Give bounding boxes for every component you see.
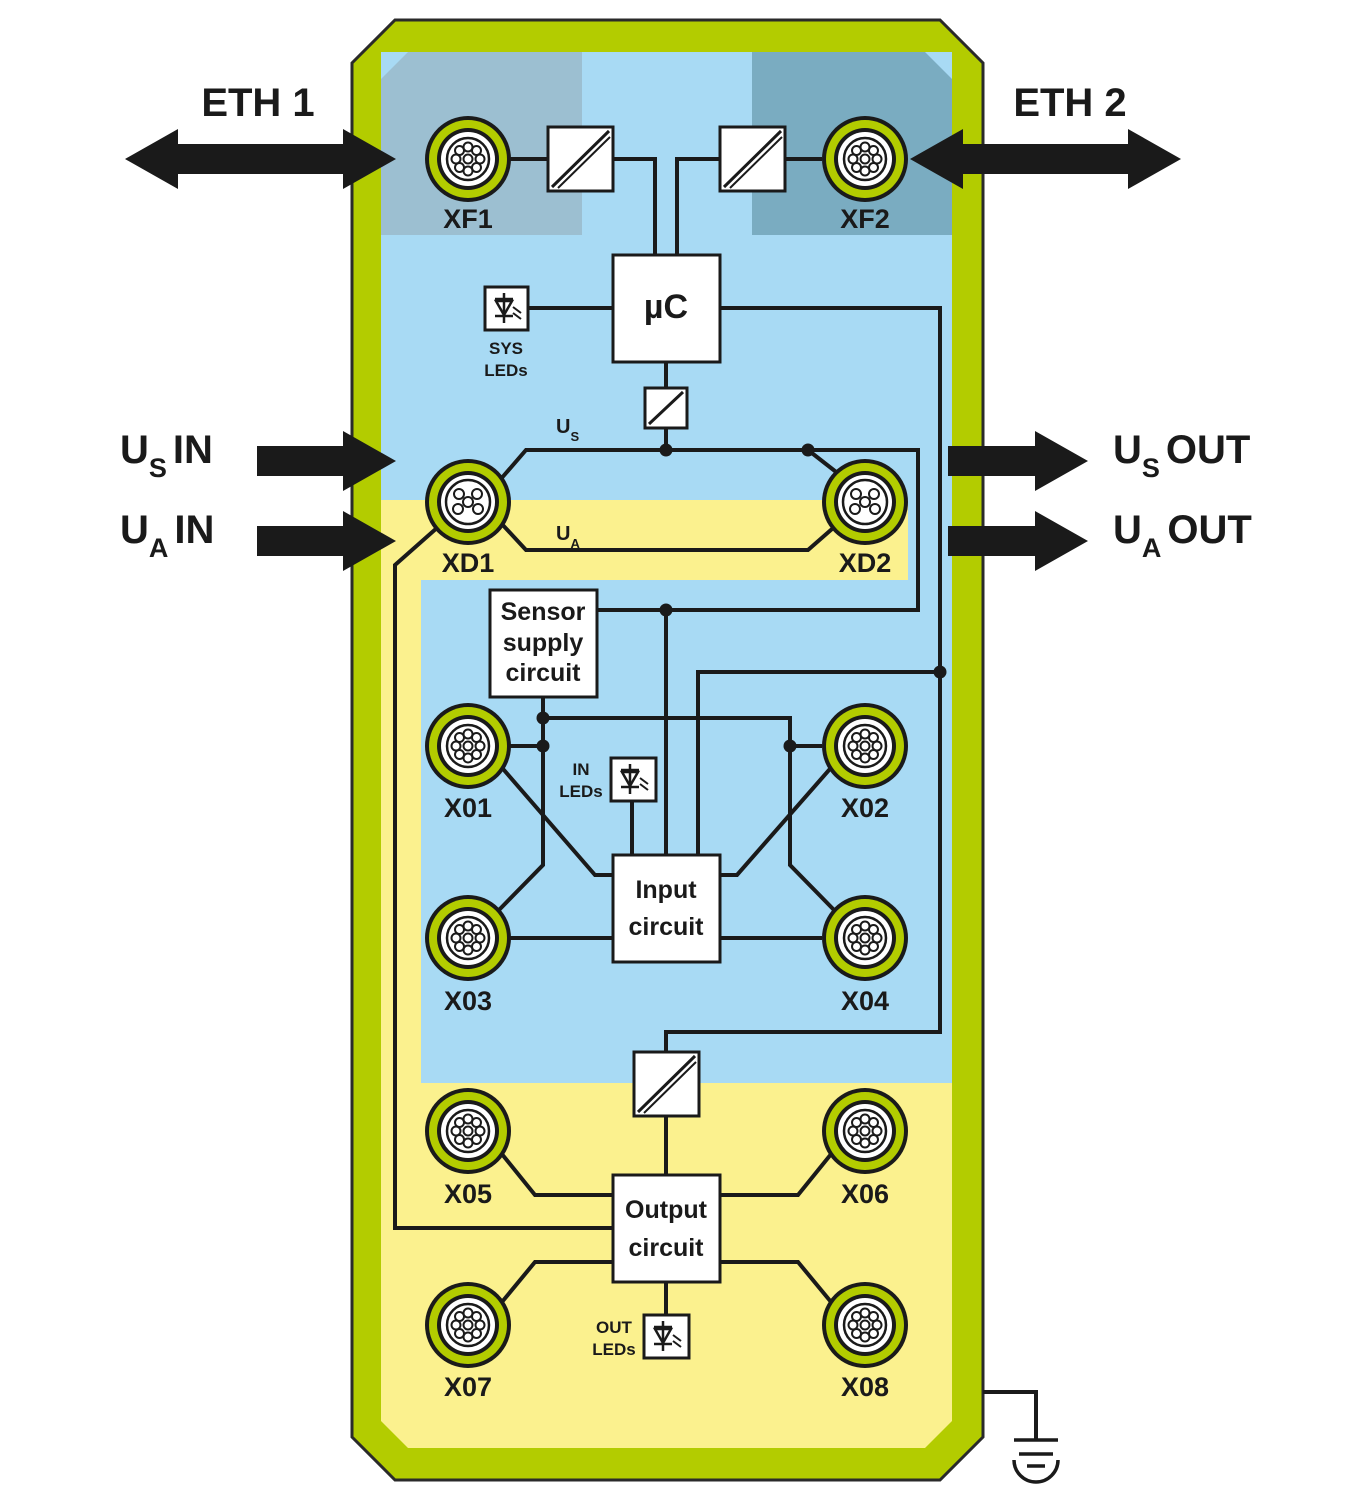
out-leds-label-1: OUT — [596, 1318, 633, 1337]
in-leds-label-1: IN — [573, 760, 590, 779]
connector-m12-icon — [425, 1282, 511, 1368]
input-circuit-label-2: circuit — [628, 913, 704, 941]
x02-label: X02 — [841, 793, 889, 823]
xd2-label: XD2 — [839, 548, 892, 578]
connector-m12-icon — [822, 703, 908, 789]
sensor-supply-label-3: circuit — [505, 659, 581, 687]
output-circuit-label-2: circuit — [628, 1234, 704, 1262]
output-circuit-label-1: Output — [625, 1196, 708, 1224]
connector-power-icon — [425, 459, 511, 545]
arrow-right-icon — [948, 511, 1088, 571]
x03-label: X03 — [444, 986, 492, 1016]
sensor-supply-label-1: Sensor — [501, 598, 586, 626]
isolation-icon — [718, 125, 787, 193]
in-leds-label-2: LEDs — [559, 782, 602, 801]
input-circuit-label-1: Input — [635, 876, 697, 904]
x06-label: X06 — [841, 1179, 889, 1209]
isolation-icon — [643, 386, 689, 430]
connector-power-icon — [822, 459, 908, 545]
xf1-label: XF1 — [443, 204, 493, 234]
sensor-supply-block — [488, 588, 599, 699]
connector-m12-icon — [822, 895, 908, 981]
arrow-right-icon — [257, 431, 396, 491]
sensor-supply-label-2: supply — [503, 629, 584, 657]
led-icon — [642, 1313, 691, 1360]
isolation-icon — [546, 125, 615, 193]
isolation-icon — [632, 1050, 701, 1118]
double-arrow-icon — [125, 129, 396, 189]
x01-label: X01 — [444, 793, 492, 823]
input-circuit-block — [611, 853, 722, 964]
sys-leds-label-1: SYS — [489, 339, 523, 358]
wiring — [393, 157, 1038, 1440]
mcu-label: µC — [644, 288, 688, 326]
connector-m12-icon — [822, 116, 908, 202]
x05-label: X05 — [444, 1179, 492, 1209]
double-arrow-icon — [910, 129, 1181, 189]
xd1-label: XD1 — [442, 548, 495, 578]
x07-label: X07 — [444, 1372, 492, 1402]
connector-m12-icon — [822, 1088, 908, 1174]
xf2-label: XF2 — [840, 204, 890, 234]
led-icon — [609, 756, 658, 803]
us-rail-label: US — [556, 416, 579, 444]
network-zone-right-strip — [908, 500, 952, 580]
junctions — [536, 443, 947, 753]
connector-m12-icon — [425, 895, 511, 981]
sys-leds-label-2: LEDs — [484, 361, 527, 380]
eth2-label: ETH 2 — [1013, 81, 1126, 125]
ground-icon — [1012, 1438, 1060, 1484]
output-circuit-block — [611, 1173, 722, 1284]
mcu-block — [611, 253, 722, 364]
ua-rail-label: UA — [556, 523, 580, 551]
out-leds-label-2: LEDs — [592, 1340, 635, 1359]
eth1-label: ETH 1 — [201, 81, 314, 125]
arrow-right-icon — [948, 431, 1088, 491]
x08-label: X08 — [841, 1372, 889, 1402]
connector-m12-icon — [425, 1088, 511, 1174]
x04-label: X04 — [841, 986, 889, 1016]
connector-m12-icon — [425, 703, 511, 789]
connector-m12-icon — [822, 1282, 908, 1368]
connector-m12-icon — [425, 116, 511, 202]
led-icon — [483, 285, 530, 332]
arrow-right-icon — [257, 511, 396, 571]
